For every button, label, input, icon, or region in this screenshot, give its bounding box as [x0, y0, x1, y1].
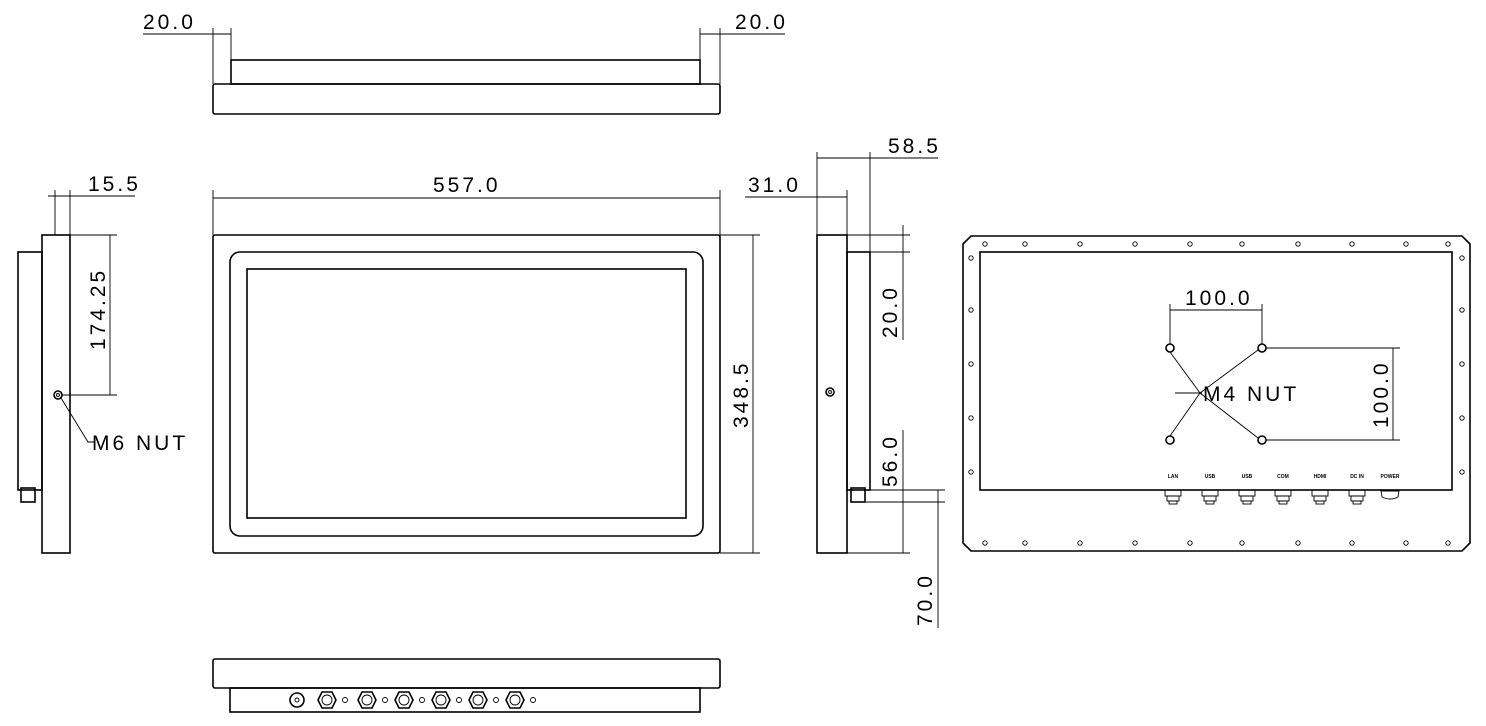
dim-right-bottom: 56.0	[879, 434, 902, 487]
screw-icon	[982, 540, 988, 546]
screw-icon	[1239, 241, 1245, 247]
screw-icon	[530, 697, 536, 703]
screw-icon	[456, 697, 462, 703]
screw-icon	[1022, 241, 1028, 247]
port-connector	[1164, 489, 1182, 497]
label-m6-nut: M6 NUT	[92, 432, 188, 455]
screen	[246, 268, 687, 519]
screw-icon	[1132, 241, 1138, 247]
screw-icon	[1445, 241, 1451, 247]
screw-icon	[1187, 540, 1193, 546]
connector	[357, 691, 377, 709]
bottom-view	[212, 658, 721, 713]
left-side-view: 15.5 174.25 M6 NUT	[17, 173, 188, 554]
dim-right-body: 31.0	[748, 174, 801, 197]
screw-icon	[493, 697, 499, 703]
power-button	[1380, 490, 1400, 500]
screw-icon	[1077, 241, 1083, 247]
port-connector	[1311, 489, 1329, 497]
connector	[431, 691, 451, 709]
port-connector	[1274, 489, 1292, 497]
screw-icon	[1239, 540, 1245, 546]
port-label: USB	[1205, 474, 1216, 480]
screw-icon	[968, 469, 974, 475]
screw-icon	[1187, 241, 1193, 247]
screw-icon	[1295, 241, 1301, 247]
screw-icon	[1349, 241, 1355, 247]
port-label: USB	[1242, 474, 1253, 480]
connector	[468, 691, 488, 709]
screw-icon	[982, 241, 988, 247]
connector	[394, 691, 414, 709]
screw-icon	[1459, 255, 1465, 261]
screw-icon	[1459, 361, 1465, 367]
screw-icon	[968, 361, 974, 367]
dim-vesa-height: 100.0	[1370, 360, 1393, 428]
top-view: 20.0 20.0	[143, 11, 788, 115]
port-label: DC IN	[1350, 474, 1364, 480]
screw-icon	[968, 307, 974, 313]
dim-vesa-width: 100.0	[1185, 287, 1253, 310]
screw-icon	[1349, 540, 1355, 546]
screw-icon	[968, 415, 974, 421]
port-connector	[1348, 489, 1366, 497]
port-label: COM	[1277, 474, 1289, 480]
port-connector	[1238, 489, 1256, 497]
screw-icon	[1459, 415, 1465, 421]
right-side-view: 58.5 31.0 20.0 56.0 70.0	[745, 135, 945, 628]
dim-top-left: 20.0	[143, 11, 196, 34]
screw-icon	[1022, 540, 1028, 546]
back-view: 100.0 100.0 M4 NUT LAN USB USB COM HDMI DC IN…	[962, 235, 1471, 552]
screw-icon	[1459, 469, 1465, 475]
connector	[505, 691, 525, 709]
screw-icon	[419, 697, 425, 703]
screw-icon	[1295, 540, 1301, 546]
screw-icon	[342, 697, 348, 703]
port-connector	[1201, 489, 1219, 497]
port-label: POWER	[1381, 474, 1400, 480]
screw-icon	[1445, 540, 1451, 546]
dim-width: 557.0	[433, 174, 501, 197]
label-m4-nut: M4 NUT	[1203, 383, 1299, 406]
connector	[317, 691, 337, 709]
screw-icon	[1459, 307, 1465, 313]
dim-top-right: 20.0	[735, 11, 788, 34]
screw-icon	[1403, 241, 1409, 247]
dim-left-mount: 174.25	[87, 268, 110, 350]
screw-icon	[1132, 540, 1138, 546]
port-label: LAN	[1168, 474, 1179, 480]
port-label: HDMI	[1314, 474, 1327, 480]
screw-icon	[1077, 540, 1083, 546]
screw-icon	[1403, 540, 1409, 546]
screw-icon	[382, 697, 388, 703]
dim-left-depth: 15.5	[88, 173, 141, 196]
front-view: 557.0 348.5	[212, 174, 760, 554]
dim-height: 348.5	[730, 360, 753, 428]
dim-right-connector: 70.0	[914, 573, 937, 626]
dim-right-total: 58.5	[888, 135, 941, 158]
dim-right-top: 20.0	[879, 285, 902, 338]
screw-icon	[968, 255, 974, 261]
